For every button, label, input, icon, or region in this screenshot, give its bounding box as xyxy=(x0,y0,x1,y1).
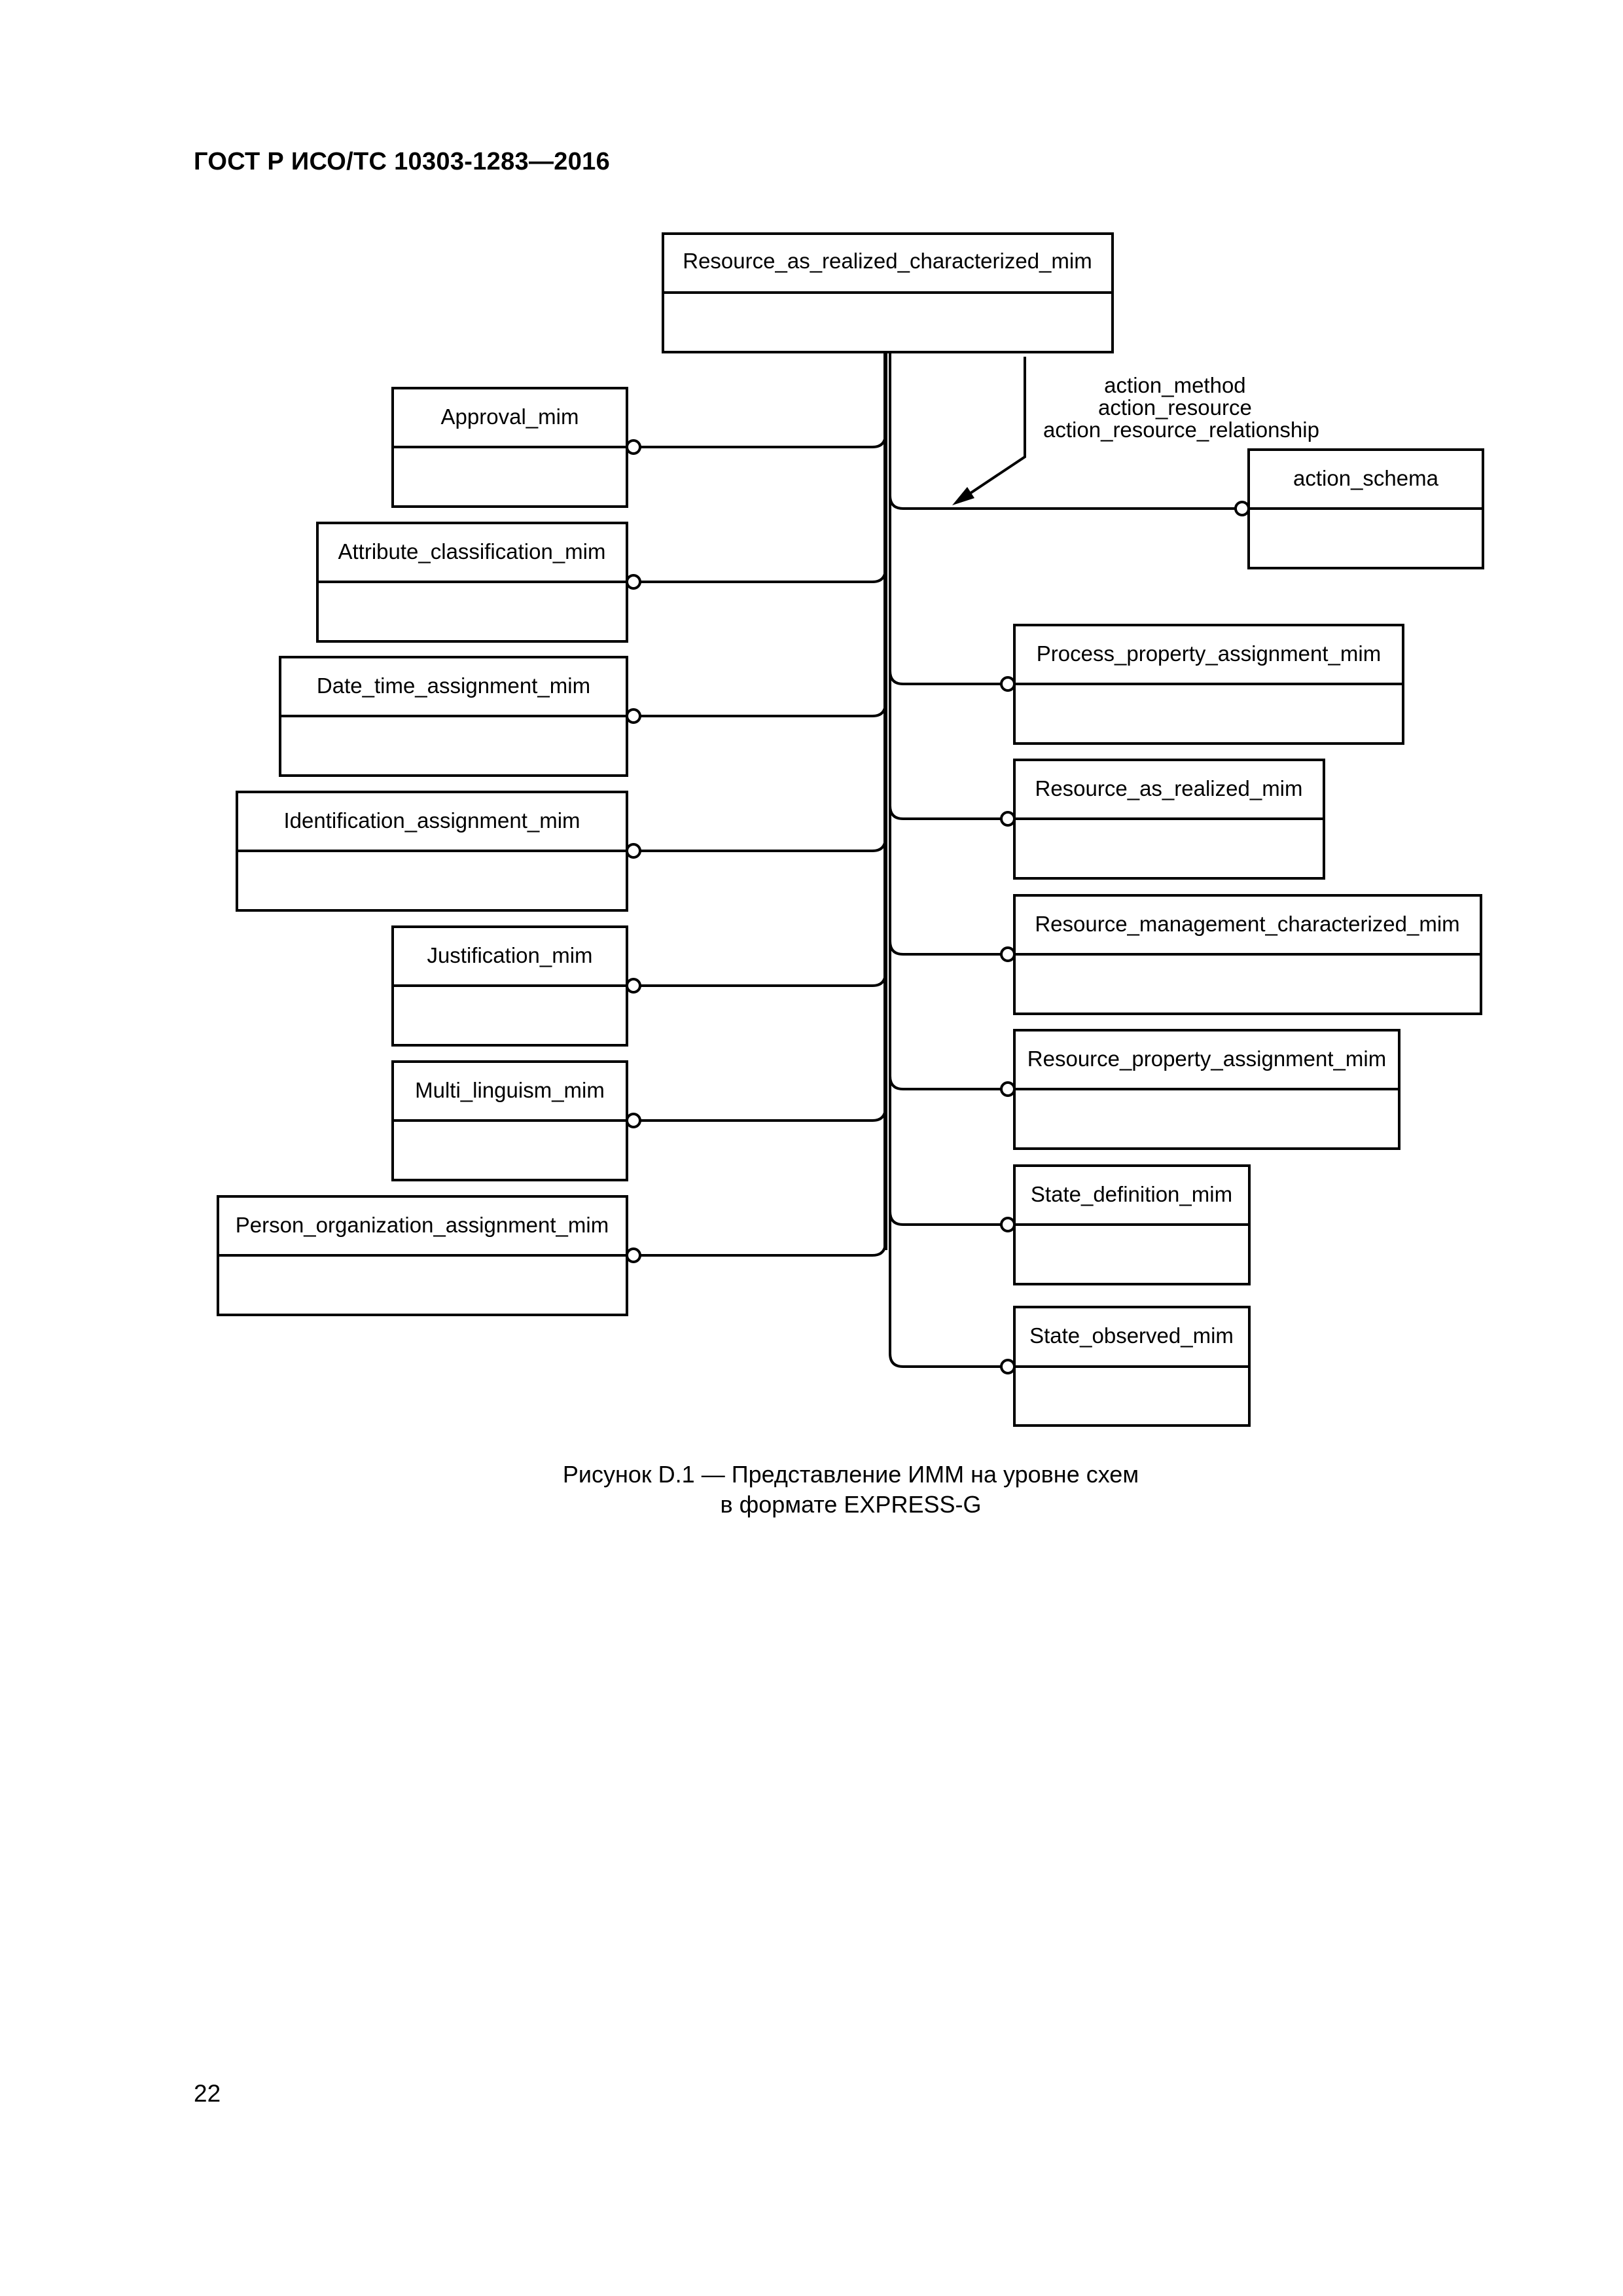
schema-box-state-observed: State_observed_mim xyxy=(1000,1306,1251,1427)
schema-label-state-definition: State_definition_mim xyxy=(1031,1182,1232,1206)
express-g-diagram: Resource_as_realized_characterized_mim A… xyxy=(217,232,1484,1427)
schema-label-identification-assignment: Identification_assignment_mim xyxy=(283,808,580,833)
schema-box-justification: Justification_mim xyxy=(391,925,887,1047)
reference-circle xyxy=(626,439,641,455)
schema-label-date-time-assignment: Date_time_assignment_mim xyxy=(317,673,590,698)
schema-box-approval: Approval_mim xyxy=(391,387,887,508)
reference-note-line: action_resource xyxy=(1098,395,1252,420)
schema-label-state-observed: State_observed_mim xyxy=(1029,1323,1234,1348)
reference-circle xyxy=(1000,676,1016,692)
right-trunk-line xyxy=(889,352,1008,1368)
reference-circle xyxy=(626,978,641,994)
reference-circle xyxy=(1000,1217,1016,1232)
schema-box-resource-management-characterized: Resource_management_characterized_mim xyxy=(889,894,1482,1015)
schema-label-process-property-assignment: Process_property_assignment_mim xyxy=(1037,641,1381,666)
schema-box-date-time-assignment: Date_time_assignment_mim xyxy=(279,656,887,777)
figure-caption-line-2: в формате EXPRESS-G xyxy=(720,1491,982,1518)
reference-circle xyxy=(1234,501,1250,516)
reference-note: action_method action_resource action_res… xyxy=(1043,373,1319,442)
reference-circle xyxy=(1000,1081,1016,1097)
reference-note-line: action_method xyxy=(1104,373,1245,397)
reference-note-line: action_resource_relationship xyxy=(1043,418,1319,442)
schema-box-action-schema: action_schema xyxy=(889,448,1484,569)
schema-box-person-organization-assignment: Person_organization_assignment_mim xyxy=(217,1195,887,1316)
schema-label-multi-linguism: Multi_linguism_mim xyxy=(415,1078,605,1102)
page-number: 22 xyxy=(194,2080,221,2107)
schema-label-person-organization-assignment: Person_organization_assignment_mim xyxy=(236,1213,609,1237)
root-schema-box: Resource_as_realized_characterized_mim xyxy=(662,232,1114,353)
reference-arrow xyxy=(952,357,1026,505)
reference-circle xyxy=(626,574,641,590)
reference-circle xyxy=(626,708,641,724)
reference-circle xyxy=(1000,1359,1016,1374)
schema-label-action-schema: action_schema xyxy=(1293,466,1439,490)
schema-label-attribute-classification: Attribute_classification_mim xyxy=(338,539,606,564)
reference-circle xyxy=(626,1113,641,1128)
schema-label-justification: Justification_mim xyxy=(427,943,592,967)
reference-circle xyxy=(626,1247,641,1263)
reference-circle xyxy=(1000,946,1016,962)
schema-label-resource-property-assignment: Resource_property_assignment_mim xyxy=(1027,1047,1386,1071)
schema-label-resource-as-realized: Resource_as_realized_mim xyxy=(1035,776,1302,800)
document-header: ГОСТ Р ИСО/ТС 10303-1283—2016 xyxy=(194,148,610,175)
schema-box-process-property-assignment: Process_property_assignment_mim xyxy=(889,624,1404,745)
schema-box-identification-assignment: Identification_assignment_mim xyxy=(236,791,887,912)
reference-circle xyxy=(626,843,641,859)
schema-label-resource-management-characterized: Resource_management_characterized_mim xyxy=(1035,912,1459,936)
schema-box-state-definition: State_definition_mim xyxy=(889,1164,1251,1285)
schema-box-multi-linguism: Multi_linguism_mim xyxy=(391,1060,887,1181)
reference-circle xyxy=(1000,811,1016,827)
schema-box-resource-property-assignment: Resource_property_assignment_mim xyxy=(889,1029,1400,1150)
figure-caption-line-1: Рисунок D.1 — Представление ИММ на уровн… xyxy=(562,1461,1139,1488)
schema-label-approval: Approval_mim xyxy=(441,404,579,429)
schema-box-resource-as-realized: Resource_as_realized_mim xyxy=(889,759,1325,880)
root-schema-label: Resource_as_realized_characterized_mim xyxy=(683,249,1092,273)
schema-box-attribute-classification: Attribute_classification_mim xyxy=(316,522,887,643)
